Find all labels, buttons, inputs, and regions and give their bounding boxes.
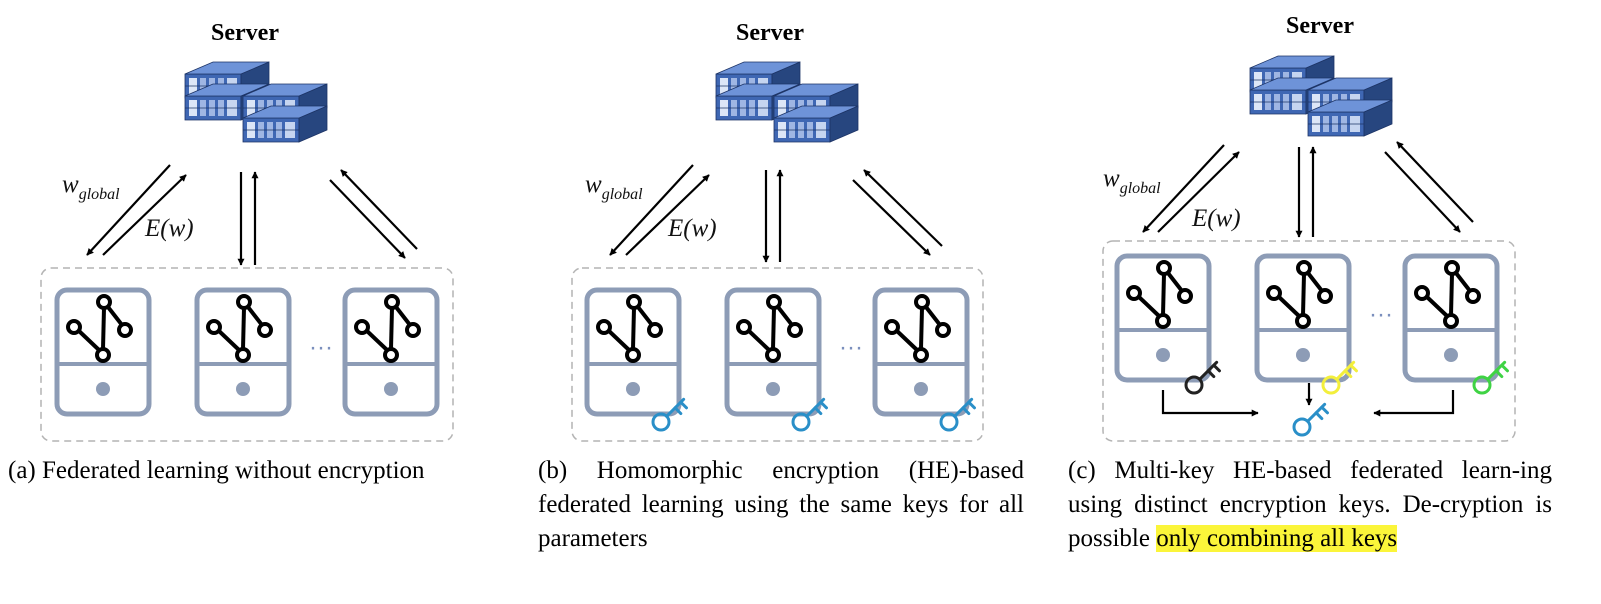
- key-icon: [1184, 360, 1221, 395]
- git-branch-icon: [354, 294, 421, 363]
- server-label: Server: [211, 20, 279, 46]
- ellipsis: ···: [309, 334, 333, 361]
- w-global-label: wglobal: [1103, 165, 1161, 197]
- phone-icon: [1114, 253, 1212, 383]
- caption-c: (c) Multi-key HE-based federated learn-i…: [1068, 457, 1552, 552]
- phone-icon: [724, 287, 822, 417]
- phone-icon: [1254, 253, 1352, 383]
- key-icon: [939, 397, 976, 432]
- git-branch-icon: [1266, 260, 1333, 329]
- server-label: Server: [736, 20, 804, 46]
- key-icon: [791, 397, 828, 432]
- arrow-icon: [609, 164, 694, 256]
- git-branch-icon: [884, 294, 951, 363]
- key-icon: [1292, 402, 1329, 437]
- caption-b: (b) Homomorphic encryption (HE)-based fe…: [538, 457, 1024, 552]
- caption-a: (a) Federated learning without encryptio…: [8, 457, 425, 484]
- arrow-icon: [625, 174, 710, 256]
- encrypted-weights-label: E(w): [1191, 205, 1241, 232]
- key-icon: [1321, 360, 1358, 395]
- w-global-label: wglobal: [62, 171, 120, 203]
- arrow-icon: [1384, 151, 1461, 233]
- encrypted-weights-label: E(w): [667, 215, 717, 242]
- phone-icon: [54, 287, 152, 417]
- server-icon: [1249, 55, 1393, 137]
- w-global-label: wglobal: [585, 171, 643, 203]
- arrow-icon: [86, 164, 171, 256]
- clients-box: [1102, 240, 1516, 442]
- phone-icon: [584, 287, 682, 417]
- git-branch-icon: [596, 294, 663, 363]
- arrows: [86, 164, 418, 266]
- arrow-icon: [1142, 144, 1225, 233]
- panel-b: Server: [571, 20, 984, 442]
- clients-box: [571, 267, 984, 442]
- server-icon: [184, 61, 328, 143]
- arrow-icon: [1396, 141, 1474, 223]
- arrow-icon: [1373, 390, 1455, 417]
- panel-a: Server: [40, 20, 454, 442]
- git-branch-icon: [736, 294, 803, 363]
- arrows: [1142, 141, 1474, 238]
- arrow-icon: [1157, 151, 1240, 233]
- key-icon: [1472, 360, 1509, 395]
- arrows: [609, 164, 943, 263]
- arrow-icon: [852, 179, 931, 256]
- arrow-icon: [340, 169, 418, 250]
- encrypted-weights-label: E(w): [144, 215, 194, 242]
- git-branch-icon: [66, 294, 133, 363]
- server-icon: [715, 61, 859, 143]
- arrow-icon: [329, 179, 406, 259]
- phone-icon: [872, 287, 970, 417]
- server-label: Server: [1286, 13, 1354, 39]
- ellipsis: ···: [839, 334, 863, 361]
- phone-icon: [1402, 253, 1500, 383]
- arrow-icon: [102, 174, 187, 256]
- aggregation-arrows: [1161, 383, 1455, 417]
- git-branch-icon: [206, 294, 273, 363]
- phone-icon: [342, 287, 440, 417]
- phone-icon: [194, 287, 292, 417]
- git-branch-icon: [1414, 260, 1481, 329]
- ellipsis: ···: [1369, 301, 1393, 328]
- git-branch-icon: [1126, 260, 1193, 329]
- caption-highlight: only combining all keys: [1156, 525, 1398, 552]
- arrow-icon: [1161, 390, 1259, 417]
- clients-box: [40, 267, 454, 442]
- arrow-icon: [863, 169, 943, 247]
- key-icon: [651, 397, 688, 432]
- panel-c: Server: [1102, 13, 1516, 442]
